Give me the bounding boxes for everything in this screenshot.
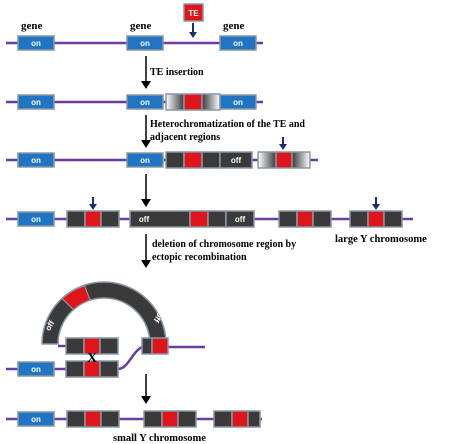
small-y-label: small Y chromosome — [113, 433, 206, 444]
gene-on-box: on — [17, 94, 55, 110]
gene-on-box: on — [126, 152, 164, 168]
row-large-y: on off off — [6, 197, 427, 245]
step-deletion-1: deletion of chromosome region by — [152, 239, 296, 250]
gene-on-box: on — [126, 35, 164, 51]
step-arrow-icon — [141, 234, 151, 268]
spreading-te-region — [257, 151, 311, 169]
te-copy-block — [349, 210, 403, 228]
gene-label-2: gene — [130, 20, 152, 32]
te-copy-block — [278, 210, 332, 228]
te-element: TE — [183, 3, 204, 22]
insertion-arrow-icon — [279, 137, 287, 150]
gene-on-box: on — [126, 94, 164, 110]
row-original: gene gene gene on on on TE — [6, 3, 263, 51]
row-small-y: on small Y chromosome — [6, 410, 262, 444]
gene-on-box: on — [17, 411, 55, 427]
row-te-inserted: on on on — [6, 93, 263, 111]
gene-on-box: on — [219, 35, 257, 51]
crossover-x-icon: X — [87, 351, 97, 366]
gene-on-box: on — [17, 211, 55, 227]
row-recombination: on X — [6, 337, 205, 378]
svg-text:on: on — [31, 215, 41, 224]
gene-on-box: on — [17, 35, 55, 51]
gene-off-label: off — [231, 156, 242, 165]
step-arrow-icon — [141, 115, 151, 148]
svg-text:on: on — [140, 98, 150, 107]
svg-text:on: on — [233, 98, 243, 107]
te-copy-block — [143, 410, 197, 428]
svg-text:on: on — [31, 365, 41, 374]
svg-text:on: on — [31, 39, 41, 48]
svg-text:on: on — [31, 156, 41, 165]
inserted-te-region — [165, 93, 221, 111]
svg-text:on: on — [233, 39, 243, 48]
gene-off-label: off — [235, 215, 246, 224]
deleted-loop-region: off off — [41, 281, 167, 345]
gene-off-label: off — [139, 215, 150, 224]
row-heterochromatin: on on off — [6, 137, 318, 169]
insertion-arrow-icon — [372, 197, 380, 210]
insertion-arrow-icon — [189, 23, 197, 38]
te-copy-block-lower — [65, 360, 119, 378]
gene-label-1: gene — [21, 20, 43, 32]
te-copy-block — [66, 410, 120, 428]
te-copy-block — [66, 210, 120, 228]
step-heterochromatization-2: adjacent regions — [150, 132, 220, 143]
step-deletion-2: ectopic recombination — [152, 252, 247, 263]
svg-text:on: on — [140, 39, 150, 48]
te-copy-block-upper — [65, 337, 119, 355]
gene-on-box: on — [17, 152, 55, 168]
step-arrow-icon — [141, 56, 151, 89]
te-copy-block — [213, 410, 261, 428]
step-te-insertion: TE insertion — [150, 67, 204, 78]
heterochromatin-block: off — [165, 151, 253, 169]
gene-on-box: on — [17, 361, 55, 377]
step-heterochromatization-1: Heterochromatization of the TE and — [150, 119, 305, 130]
gene-label-3: gene — [223, 20, 245, 32]
svg-text:on: on — [31, 98, 41, 107]
large-y-label: large Y chromosome — [335, 234, 427, 245]
step-arrow-icon — [141, 374, 151, 404]
gene-on-box: on — [219, 94, 257, 110]
svg-text:TE: TE — [188, 9, 199, 18]
svg-text:on: on — [31, 415, 41, 424]
insertion-arrow-icon — [89, 197, 97, 210]
step-arrow-icon — [141, 174, 151, 207]
heterochromatin-block: off off — [129, 210, 255, 228]
te-copy-block-right — [141, 337, 169, 355]
svg-text:on: on — [140, 156, 150, 165]
